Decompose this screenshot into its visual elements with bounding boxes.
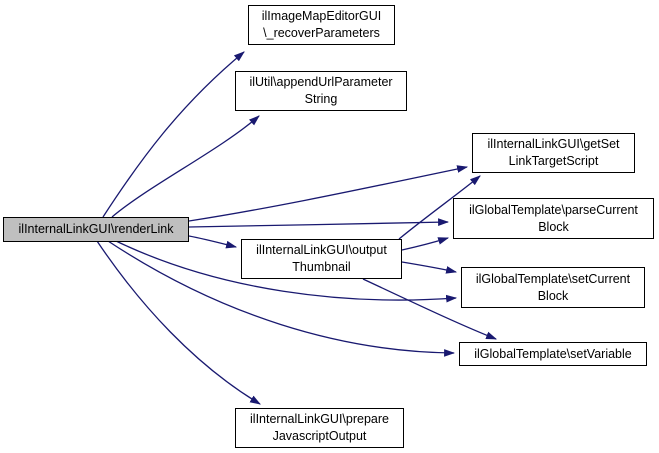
node-output-thumbnail[interactable]: ilInternalLinkGUI\output Thumbnail xyxy=(241,239,402,279)
edge-renderlink-to-recoverparameters xyxy=(102,51,245,218)
node-get-set-link-target-script[interactable]: ilInternalLinkGUI\getSet LinkTargetScrip… xyxy=(472,133,635,173)
node-recover-parameters[interactable]: ilImageMapEditorGUI \_recoverParameters xyxy=(248,5,395,45)
node-render-link: ilInternalLinkGUI\renderLink xyxy=(3,217,189,242)
node-set-current-block[interactable]: ilGlobalTemplate\setCurrent Block xyxy=(461,267,645,308)
edge-renderlink-to-setcurrentblock xyxy=(115,240,458,303)
edge-renderlink-to-parsecurrentblock xyxy=(188,218,450,228)
edge-outputthumbnail-to-setcurrentblock xyxy=(401,261,458,274)
node-set-variable[interactable]: ilGlobalTemplate\setVariable xyxy=(459,342,647,366)
node-append-url-parameter-string[interactable]: ilUtil\appendUrlParameter String xyxy=(235,71,407,111)
edge-renderlink-to-outputthumbnail xyxy=(188,235,238,249)
node-prepare-javascript-output[interactable]: ilInternalLinkGUI\prepare JavascriptOutp… xyxy=(235,408,404,448)
node-parse-current-block[interactable]: ilGlobalTemplate\parseCurrent Block xyxy=(453,198,654,239)
edge-renderlink-to-setvariable xyxy=(107,240,456,357)
edge-outputthumbnail-to-setvariable xyxy=(362,278,498,340)
edge-renderlink-to-appendurlparameterstring xyxy=(111,115,260,218)
edge-outputthumbnail-to-getsetlinktargetscript xyxy=(398,175,481,240)
edge-renderlink-to-preparejavascriptoutput xyxy=(96,240,261,405)
edge-outputthumbnail-to-parsecurrentblock xyxy=(401,237,450,251)
edge-renderlink-to-getsetlinktargetscript xyxy=(188,165,469,222)
